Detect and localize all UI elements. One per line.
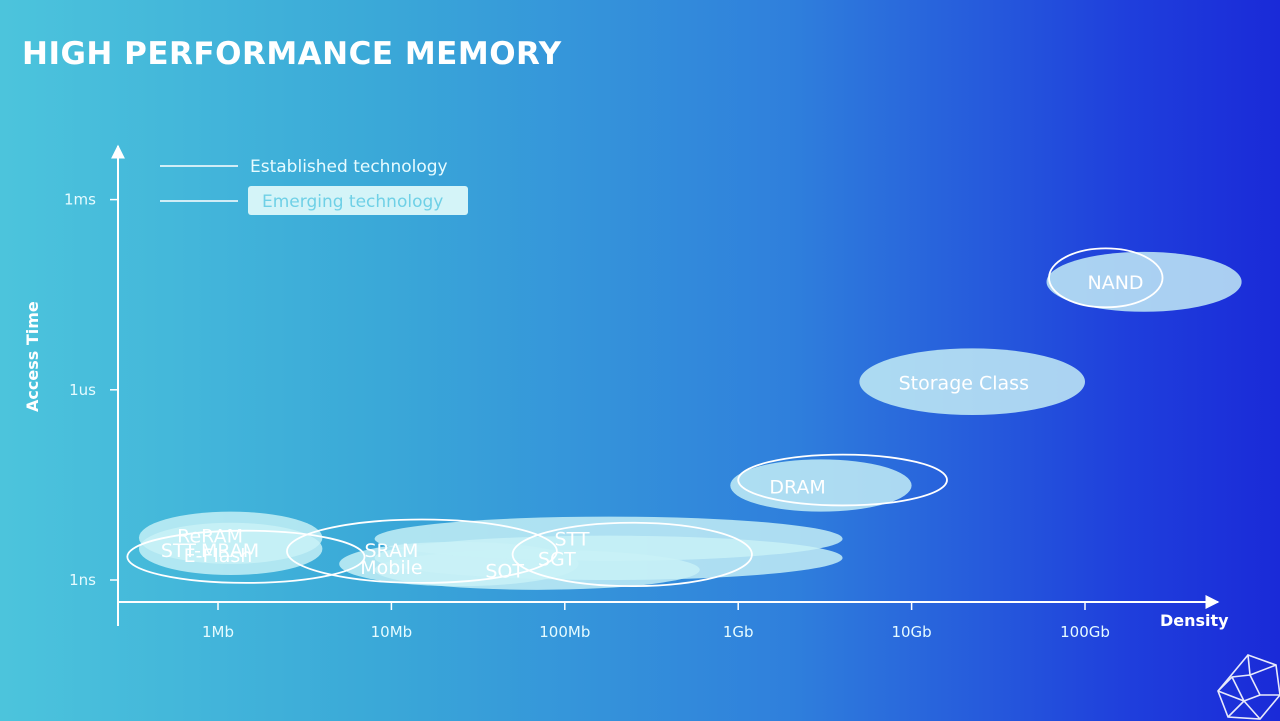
region-label-sram: SRAM bbox=[364, 540, 418, 562]
x-tick-label: 1Gb bbox=[723, 623, 754, 641]
region-unlabeled-outline bbox=[511, 521, 753, 588]
region-label-nand: NAND bbox=[1088, 272, 1144, 294]
region-storage-class bbox=[859, 348, 1085, 416]
legend-emerging-box bbox=[248, 186, 468, 215]
x-tick-label: 100Mb bbox=[539, 623, 590, 641]
legend-established-label: Established technology bbox=[250, 157, 448, 177]
emerging-regions bbox=[138, 251, 1242, 590]
slide-title: High performance memory bbox=[22, 36, 562, 72]
region-stt-mram bbox=[138, 522, 323, 575]
y-tick-label: 1us bbox=[69, 381, 96, 399]
region-stt bbox=[374, 516, 843, 561]
region-e-flash-outline bbox=[126, 529, 366, 584]
y-tick-label: 1ms bbox=[64, 191, 96, 209]
y-axis-title: Access Time bbox=[23, 301, 42, 412]
region-label-sgt: SGT bbox=[538, 548, 576, 570]
y-ticks: 1ns 1us 1ms bbox=[64, 191, 118, 589]
region-label-storage-class: Storage Class bbox=[899, 373, 1029, 395]
region-label-mobile: Mobile bbox=[360, 557, 422, 579]
legend: Established technology Emerging technolo… bbox=[160, 157, 468, 215]
x-tick-label: 10Mb bbox=[371, 623, 413, 641]
y-tick-label: 1ns bbox=[69, 571, 96, 589]
x-ticks: 1Mb 10Mb 100Mb 1Gb 10Gb 100Gb bbox=[202, 602, 1110, 641]
region-label-stt: STT bbox=[555, 529, 590, 551]
polyhedron-icon bbox=[1217, 654, 1280, 720]
region-sram-outline bbox=[286, 518, 558, 584]
region-label-sot: SOT bbox=[485, 561, 524, 583]
x-tick-label: 100Gb bbox=[1060, 623, 1110, 641]
region-label-e-flash: E-Flash bbox=[184, 545, 253, 567]
region-label-reram: ReRAM bbox=[177, 526, 243, 548]
nand-established-outline bbox=[1048, 247, 1164, 309]
legend-emerging-label: Emerging technology bbox=[262, 192, 443, 212]
x-tick-label: 1Mb bbox=[202, 623, 234, 641]
region-dram bbox=[730, 459, 912, 512]
region-label-stt-mram: STT-MRAM bbox=[161, 540, 259, 562]
region-label-dram: DRAM bbox=[769, 476, 825, 498]
dram-established-outline bbox=[737, 453, 948, 507]
x-tick-label: 10Gb bbox=[891, 623, 931, 641]
region-nand bbox=[1046, 251, 1242, 312]
established-regions bbox=[126, 247, 1164, 588]
x-axis-title: Density bbox=[1160, 611, 1229, 630]
